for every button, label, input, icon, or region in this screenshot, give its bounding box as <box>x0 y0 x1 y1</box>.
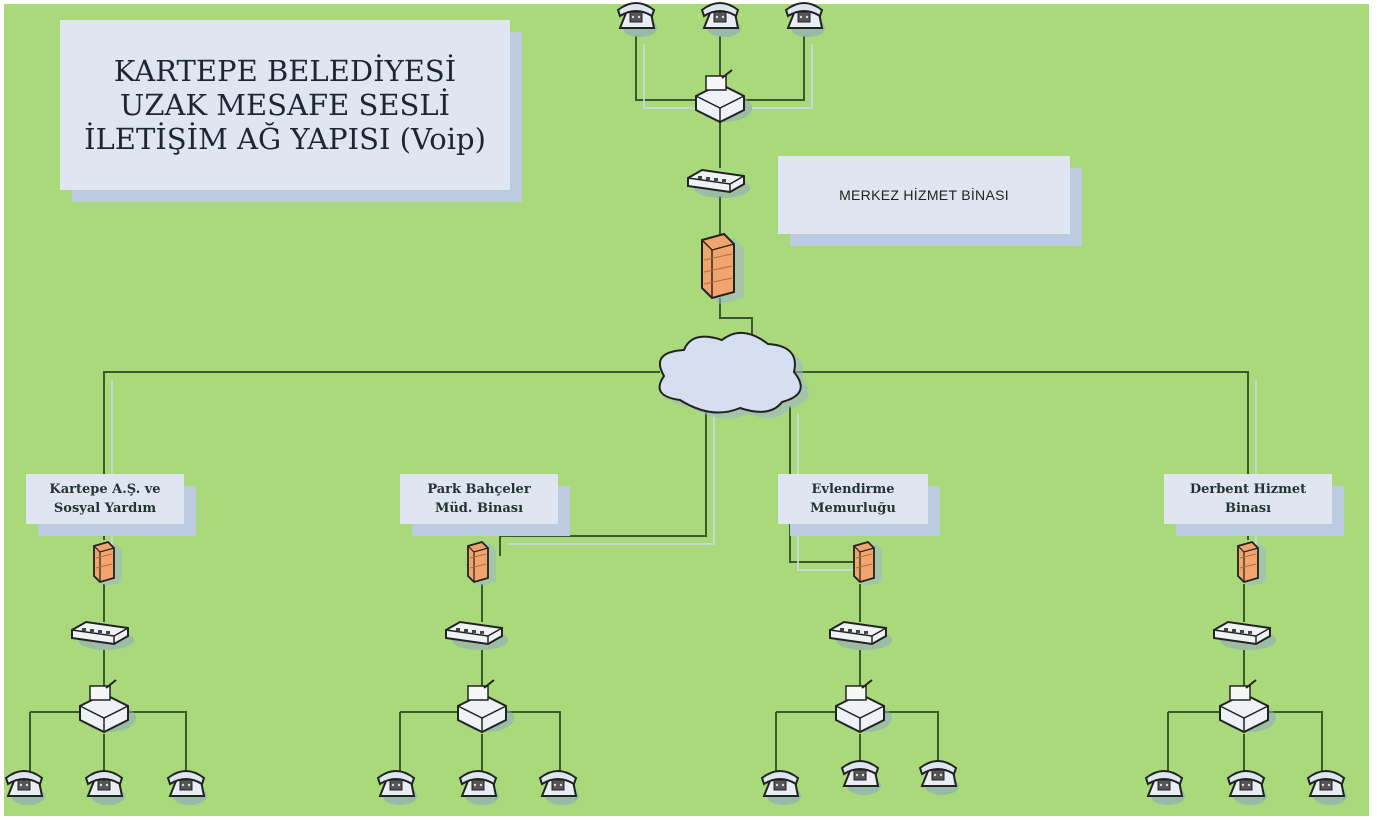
firewall-icon <box>853 541 883 587</box>
title-line-2: UZAK MESAFE SESLİ <box>119 88 451 122</box>
site-label-3-line-2: Memurluğu <box>810 501 896 516</box>
firewall-icon <box>467 541 497 587</box>
center-building-text: MERKEZ HİZMET BİNASI <box>839 187 1009 203</box>
site-label-2-line-1: Park Bahçeler <box>427 482 531 497</box>
internet-cloud-icon <box>658 332 809 419</box>
firewall-icon <box>93 541 123 587</box>
site-label-2: Park Bahçeler Müd. Binası <box>400 474 570 536</box>
site-label-3-line-1: Evlendirme <box>811 482 895 497</box>
site-label-1-line-2: Sosyal Yardım <box>53 501 157 516</box>
firewall-icon <box>701 233 745 305</box>
site-label-4-line-2: Binası <box>1224 501 1272 516</box>
site-label-2-line-2: Müd. Binası <box>434 501 524 516</box>
firewall-icon <box>1237 541 1267 587</box>
site-label-3: Evlendirme Memurluğu <box>778 474 940 536</box>
site-label-4-line-1: Derbent Hizmet <box>1189 482 1307 497</box>
center-building-label: MERKEZ HİZMET BİNASI <box>778 156 1082 246</box>
site-label-4: Derbent Hizmet Binası <box>1164 474 1344 536</box>
title-line-3: İLETİŞİM AĞ YAPISI (Voip) <box>84 122 486 156</box>
title-box: KARTEPE BELEDİYESİ UZAK MESAFE SESLİ İLE… <box>60 20 522 202</box>
site-label-1-line-1: Kartepe A.Ş. ve <box>49 482 161 497</box>
title-line-1: KARTEPE BELEDİYESİ <box>113 54 457 88</box>
site-label-1: Kartepe A.Ş. ve Sosyal Yardım <box>26 474 196 536</box>
